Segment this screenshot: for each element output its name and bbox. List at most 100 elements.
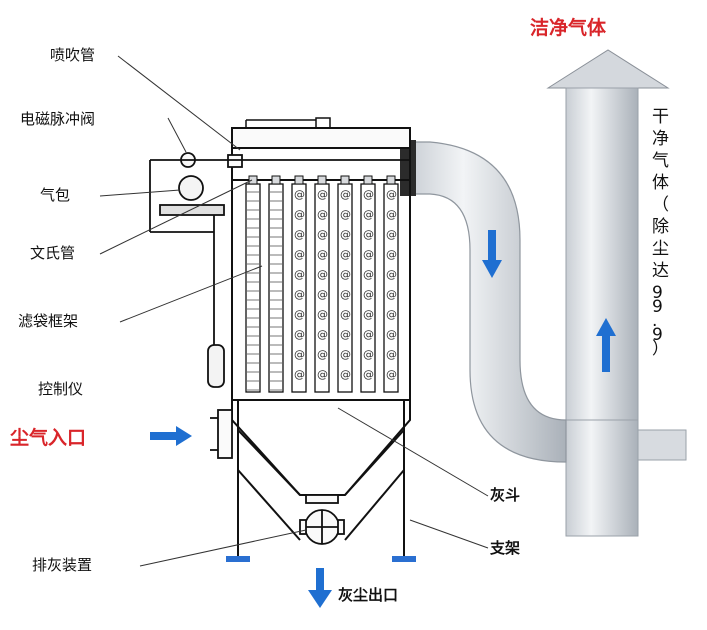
- svg-text:@: @: [363, 228, 374, 241]
- exhaust-stack: [546, 49, 687, 537]
- svg-text:@: @: [340, 228, 351, 241]
- svg-text:@: @: [340, 348, 351, 361]
- svg-text:@: @: [386, 208, 397, 221]
- svg-text:@: @: [317, 368, 328, 381]
- vertical-char: （: [652, 195, 669, 215]
- svg-text:@: @: [294, 248, 305, 261]
- vertical-char: 体: [652, 173, 669, 193]
- svg-text:@: @: [317, 348, 328, 361]
- svg-text:@: @: [317, 268, 328, 281]
- label-clean-gas: 洁净气体: [530, 16, 607, 39]
- label-support: 支架: [489, 539, 520, 557]
- svg-text:@: @: [363, 308, 374, 321]
- svg-text:@: @: [386, 248, 397, 261]
- stack-up-arrow-icon: [596, 318, 616, 372]
- label-dust-outlet: 灰尘出口: [338, 586, 398, 604]
- label-air-bag: 气包: [40, 186, 70, 204]
- vertical-char: 干: [652, 107, 669, 127]
- svg-text:@: @: [294, 348, 305, 361]
- svg-text:@: @: [363, 368, 374, 381]
- svg-text:@: @: [386, 288, 397, 301]
- right-foot: [392, 556, 416, 562]
- svg-text:@: @: [340, 328, 351, 341]
- svg-text:@: @: [386, 268, 397, 281]
- svg-text:@: @: [317, 188, 328, 201]
- connecting-duct: [400, 140, 567, 463]
- vertical-char: 气: [652, 151, 669, 171]
- filter-bag: @ @ @ @ @ @ @ @ @ @: [337, 175, 353, 393]
- svg-text:@: @: [317, 208, 328, 221]
- svg-text:@: @: [386, 328, 397, 341]
- svg-text:@: @: [294, 288, 305, 301]
- svg-text:@: @: [317, 248, 328, 261]
- vertical-char: 9: [652, 283, 663, 303]
- label-dust-inlet: 尘气入口: [10, 426, 86, 449]
- svg-text:@: @: [294, 268, 305, 281]
- air-bag: [149, 160, 225, 345]
- svg-text:@: @: [317, 308, 328, 321]
- filter-bag: [245, 175, 261, 393]
- svg-text:@: @: [363, 288, 374, 301]
- svg-text:@: @: [340, 268, 351, 281]
- svg-text:@: @: [340, 248, 351, 261]
- filter-bag: [268, 175, 284, 393]
- label-pulse-valve: 电磁脉冲阀: [20, 110, 95, 128]
- leader-lines: [99, 55, 489, 567]
- flow-arrows: [150, 230, 616, 608]
- label-venturi: 文氏管: [30, 244, 75, 262]
- svg-text:@: @: [317, 288, 328, 301]
- filter-bag: @ @ @ @ @ @ @ @ @ @: [314, 175, 330, 393]
- svg-text:@: @: [294, 188, 305, 201]
- outlet-down-arrow-icon: [308, 568, 332, 608]
- label-nozzle-pipe: 喷吹管: [50, 46, 95, 64]
- filter-bags: @@@@@@@@@@@@@@@@@@@@@@@@@@@@@@@@@@@@@@@@…: [245, 175, 399, 393]
- svg-text:@: @: [317, 328, 328, 341]
- svg-text:@: @: [363, 208, 374, 221]
- top-cover: [245, 117, 331, 129]
- svg-text:@: @: [386, 228, 397, 241]
- svg-text:@: @: [294, 208, 305, 221]
- pulse-valve: [150, 152, 410, 168]
- svg-text:@: @: [386, 348, 397, 361]
- inlet-flange: [210, 409, 233, 459]
- svg-text:@: @: [294, 368, 305, 381]
- vertical-char: 达: [652, 261, 669, 281]
- svg-text:@: @: [340, 208, 351, 221]
- filter-bag: @ @ @ @ @ @ @ @ @ @: [360, 175, 376, 393]
- vertical-char: 9: [652, 297, 663, 317]
- duct-down-arrow-icon: [482, 230, 502, 278]
- vertical-char: 9: [652, 325, 663, 345]
- svg-text:@: @: [363, 268, 374, 281]
- svg-text:@: @: [363, 328, 374, 341]
- svg-text:@: @: [363, 348, 374, 361]
- vertical-char: ）: [652, 339, 669, 359]
- svg-text:@: @: [340, 188, 351, 201]
- svg-text:@: @: [363, 188, 374, 201]
- label-bag-frame: 滤袋框架: [18, 312, 78, 330]
- discharge-valve: [299, 494, 345, 545]
- vertical-char: 净: [652, 129, 669, 149]
- filter-bag: @ @ @ @ @ @ @ @ @ @: [291, 175, 307, 393]
- svg-text:@: @: [294, 308, 305, 321]
- svg-text:@: @: [386, 308, 397, 321]
- svg-text:@: @: [294, 328, 305, 341]
- label-controller: 控制仪: [38, 380, 83, 398]
- svg-text:@: @: [340, 308, 351, 321]
- svg-text:@: @: [340, 288, 351, 301]
- vertical-char: 除: [652, 217, 669, 237]
- inlet-arrow-icon: [150, 426, 192, 446]
- label-ash-hopper: 灰斗: [490, 486, 520, 504]
- svg-text:@: @: [386, 188, 397, 201]
- filter-bag: @ @ @ @ @ @ @ @ @ @: [383, 175, 399, 393]
- vertical-char: 尘: [652, 239, 669, 259]
- controller-box: [207, 344, 225, 388]
- svg-text:@: @: [386, 368, 397, 381]
- svg-text:@: @: [363, 248, 374, 261]
- vertical-char: .: [652, 311, 657, 331]
- svg-text:@: @: [340, 368, 351, 381]
- svg-text:@: @: [294, 228, 305, 241]
- svg-text:@: @: [317, 228, 328, 241]
- left-foot: [226, 556, 250, 562]
